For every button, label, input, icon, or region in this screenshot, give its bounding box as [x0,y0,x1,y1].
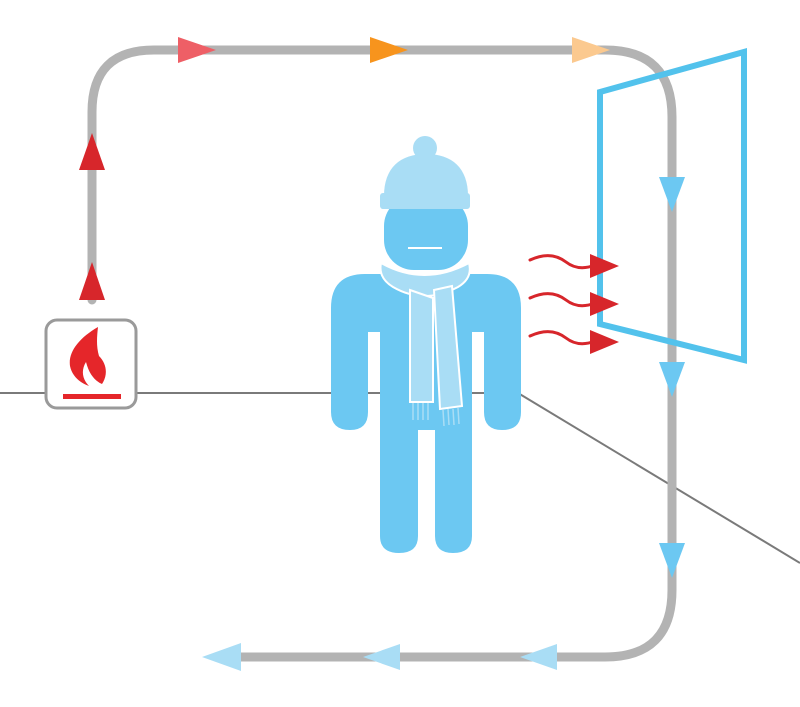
scarf-icon [379,261,471,427]
wave-arrowhead-3-icon [590,330,619,354]
person-head [384,196,468,270]
person-legs [380,384,472,553]
flame-base-icon [63,394,121,399]
arrow-down-2-icon [659,362,685,397]
scarf-fringe [412,403,460,427]
air-flow-duct [87,45,677,662]
scarf-tail-1 [409,288,434,403]
floor-line-corner [517,392,800,564]
scarf-tail-2 [432,284,464,411]
arrow-right-3-icon [572,37,610,63]
hat-brim [380,193,470,209]
winter-hat-icon [380,136,470,209]
window-frame [597,48,747,364]
arrow-left-1-icon [520,644,557,670]
cold-air-arrows-left [202,643,557,671]
open-window-icon [597,48,747,364]
hat-crown [384,154,468,196]
arrow-up-upper-icon [79,133,105,170]
warm-air-arrows-up [79,133,105,300]
arrow-left-3-icon [202,643,241,671]
hat-pompom [413,136,437,160]
arrow-up-lower-icon [79,262,105,300]
wave-arrow-2-icon [528,292,597,308]
arrow-left-2-icon [363,644,400,670]
flame-icon [69,327,106,386]
arrow-right-1-icon [178,37,216,63]
heat-loss-wave-arrows [528,254,619,354]
cold-air-arrows-down [659,177,685,578]
arrow-down-1-icon [659,177,685,212]
heater-icon [44,318,138,410]
wave-arrowhead-1-icon [590,254,619,278]
wave-arrow-1-icon [528,254,597,270]
arrow-down-3-icon [659,543,685,578]
wave-arrowhead-2-icon [590,292,619,316]
warm-air-arrows-right [178,37,610,63]
cold-person-icon [331,136,521,553]
arrow-right-2-icon [370,37,408,63]
wave-arrow-3-icon [528,330,597,346]
